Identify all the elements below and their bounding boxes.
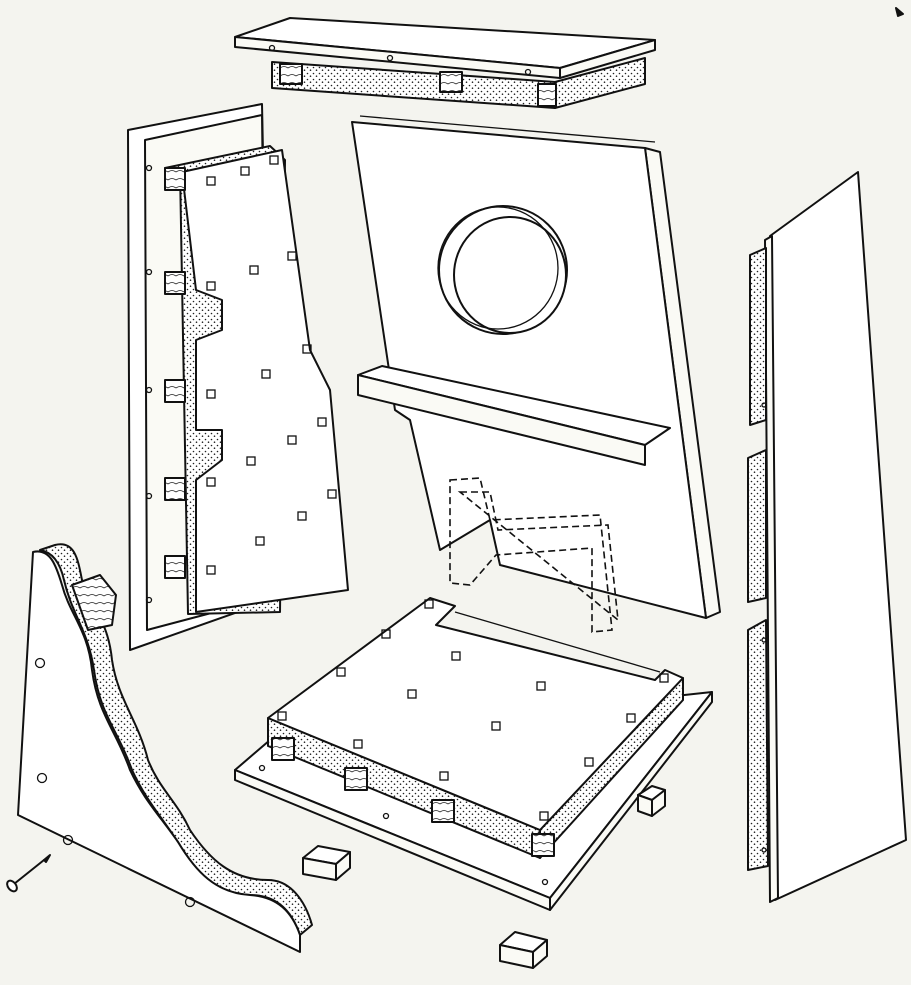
base-panel: [234, 597, 713, 911]
foot-block-bottom: [499, 931, 548, 969]
top-panel: [234, 17, 656, 109]
front-baffle: [351, 115, 721, 633]
nail-icon: [6, 854, 51, 893]
side-panel-right: [747, 171, 907, 903]
side-panel-left: [127, 103, 349, 651]
corner-mark-icon: [895, 7, 904, 17]
foot-block-left: [302, 845, 351, 881]
bracket-panel: [17, 543, 313, 953]
foot-block-right: [637, 785, 666, 817]
